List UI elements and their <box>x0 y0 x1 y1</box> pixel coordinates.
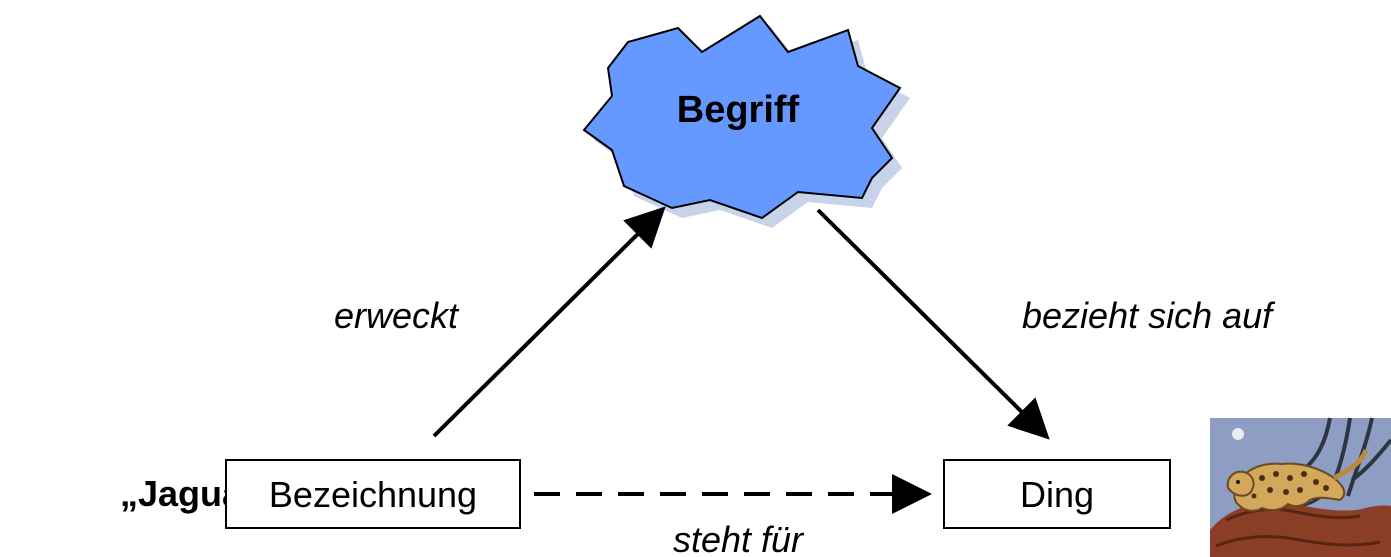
arrow-concept-to-referent <box>816 208 1050 440</box>
concept-node: Begriff <box>582 14 910 228</box>
arrow-symbol-to-concept <box>432 206 666 438</box>
jaguar-image <box>1210 417 1391 557</box>
symbol-node: Bezeichnung <box>225 459 521 529</box>
referent-node: Ding <box>943 459 1171 529</box>
edge-label-concept-to-referent: bezieht sich auf <box>1022 295 1276 336</box>
referent-label: Ding <box>1020 474 1094 515</box>
symbol-box <box>225 459 521 529</box>
concept-shape <box>582 14 902 220</box>
edge-label-symbol-to-referent: steht für <box>673 519 805 557</box>
edge-label-symbol-to-concept: erweckt <box>334 295 460 336</box>
concept-label: Begriff <box>677 89 800 131</box>
symbol-label: Bezeichnung <box>269 474 477 515</box>
referent-box <box>943 459 1171 529</box>
